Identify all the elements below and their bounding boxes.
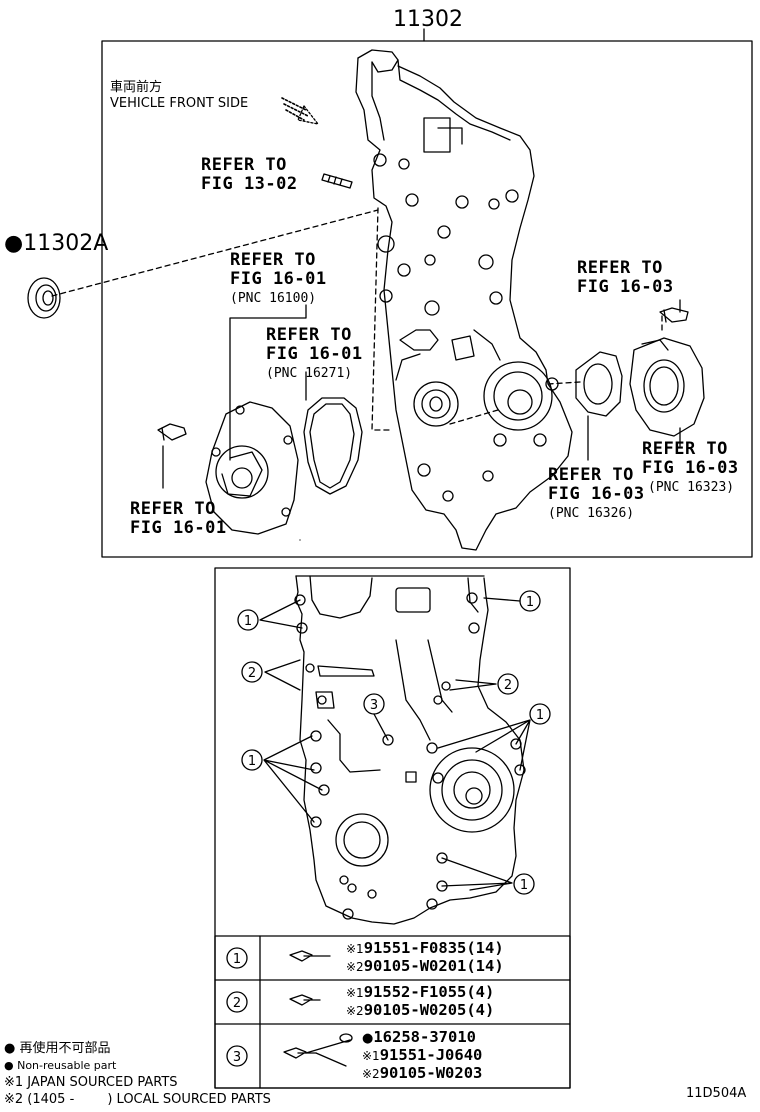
inlet-bolt — [659, 299, 689, 323]
callout-3: 3 — [370, 698, 378, 713]
mark: ※2 — [346, 1004, 364, 1018]
timing-chain-cover — [355, 49, 573, 551]
mark: ※1 — [346, 942, 364, 956]
pnc-16323: (PNC 16323) — [648, 480, 735, 495]
mark: ※1 — [346, 986, 364, 1000]
table-callout-1: 1 — [233, 952, 241, 967]
refer-fig-16-03-a[interactable]: REFER TO FIG 16-03 — [577, 258, 674, 297]
legend-non-reusable: ● Non-reusable part — [4, 1059, 117, 1072]
legend-jp: ● 再使用不可部品 — [4, 1041, 111, 1056]
legend-japan-sourced: ※1 JAPAN SOURCED PARTS — [4, 1075, 178, 1090]
cover-detail-view — [294, 539, 526, 925]
refer-fig-16-03-b[interactable]: REFER TO FIG 16-03 — [642, 439, 739, 478]
refer-fig-16-01-b[interactable]: REFER TO FIG 16-01 — [266, 325, 363, 364]
table-callout-3: 3 — [233, 1050, 241, 1065]
part-number[interactable]: 16258-37010 — [373, 1028, 476, 1046]
part-number[interactable]: 90105-W0203 — [379, 1064, 483, 1082]
seal-part-number: 11302A — [23, 231, 109, 256]
water-inlet-16323 — [629, 337, 705, 447]
legend: ● 再使用不可部品 ● Non-reusable part ※1 JAPAN S… — [4, 1040, 271, 1108]
part-number[interactable]: 91551-F0835(14) — [363, 939, 504, 957]
part-table-grid — [214, 935, 571, 1089]
pnc-16271: (PNC 16271) — [266, 366, 353, 381]
oil-seal-11302A — [27, 277, 61, 319]
refer-fig-13-02[interactable]: REFER TO FIG 13-02 — [201, 155, 298, 194]
table-row-2: ※191552-F1055(4) ※290105-W0205(4) — [346, 984, 494, 1020]
callout-circles — [237, 590, 551, 895]
pnc-16326: (PNC 16326) — [548, 506, 635, 521]
front-side-arrow — [281, 97, 309, 121]
seal-part-label[interactable]: ●11302A — [4, 232, 108, 256]
legend-local-sourced: ※2 (1405 - ) LOCAL SOURCED PARTS — [4, 1092, 271, 1107]
part-number[interactable]: 90105-W0201(14) — [363, 957, 504, 975]
front-side-en: VEHICLE FRONT SIDE — [110, 96, 249, 111]
table-row-3: ●16258-37010 ※191551-J0640 ※290105-W0203 — [362, 1029, 482, 1083]
front-side-label: 車両前方 VEHICLE FRONT SIDE — [110, 80, 248, 112]
upper-frame — [101, 40, 753, 558]
callout-2: 2 — [504, 678, 512, 693]
part-number[interactable]: 91551-J0640 — [379, 1046, 483, 1064]
diagram-id: 11D504A — [686, 1086, 747, 1101]
mark: ● — [362, 1031, 374, 1046]
mark: ※2 — [362, 1067, 380, 1081]
refer-fig-16-01-a[interactable]: REFER TO FIG 16-01 — [230, 250, 327, 289]
callout-1: 1 — [526, 595, 534, 610]
stud-bolt — [321, 173, 353, 189]
part-number[interactable]: 91552-F1055(4) — [363, 983, 495, 1001]
main-part-number[interactable]: 11302 — [393, 7, 463, 32]
part-number[interactable]: 90105-W0205(4) — [363, 1001, 495, 1019]
callout-1: 1 — [248, 754, 256, 769]
callout-2: 2 — [248, 666, 256, 681]
water-pump-bolt — [157, 423, 187, 489]
table-callout-2: 2 — [233, 996, 241, 1011]
refer-fig-16-01-c[interactable]: REFER TO FIG 16-01 — [130, 499, 227, 538]
non-reusable-marker: ● — [4, 231, 24, 256]
table-row-1: ※191551-F0835(14) ※290105-W0201(14) — [346, 940, 504, 976]
water-pump — [205, 304, 307, 535]
callout-1: 1 — [536, 708, 544, 723]
mark: ※2 — [346, 960, 364, 974]
gasket-16326 — [575, 351, 623, 461]
leader-lines — [259, 597, 531, 891]
pnc-16100: (PNC 16100) — [230, 291, 317, 306]
water-pump-gasket — [303, 371, 363, 495]
callout-1: 1 — [244, 614, 252, 629]
front-side-jp: 車両前方 — [110, 80, 163, 95]
callout-1: 1 — [520, 878, 528, 893]
mark: ※1 — [362, 1049, 380, 1063]
refer-fig-16-03-c[interactable]: REFER TO FIG 16-03 — [548, 465, 645, 504]
